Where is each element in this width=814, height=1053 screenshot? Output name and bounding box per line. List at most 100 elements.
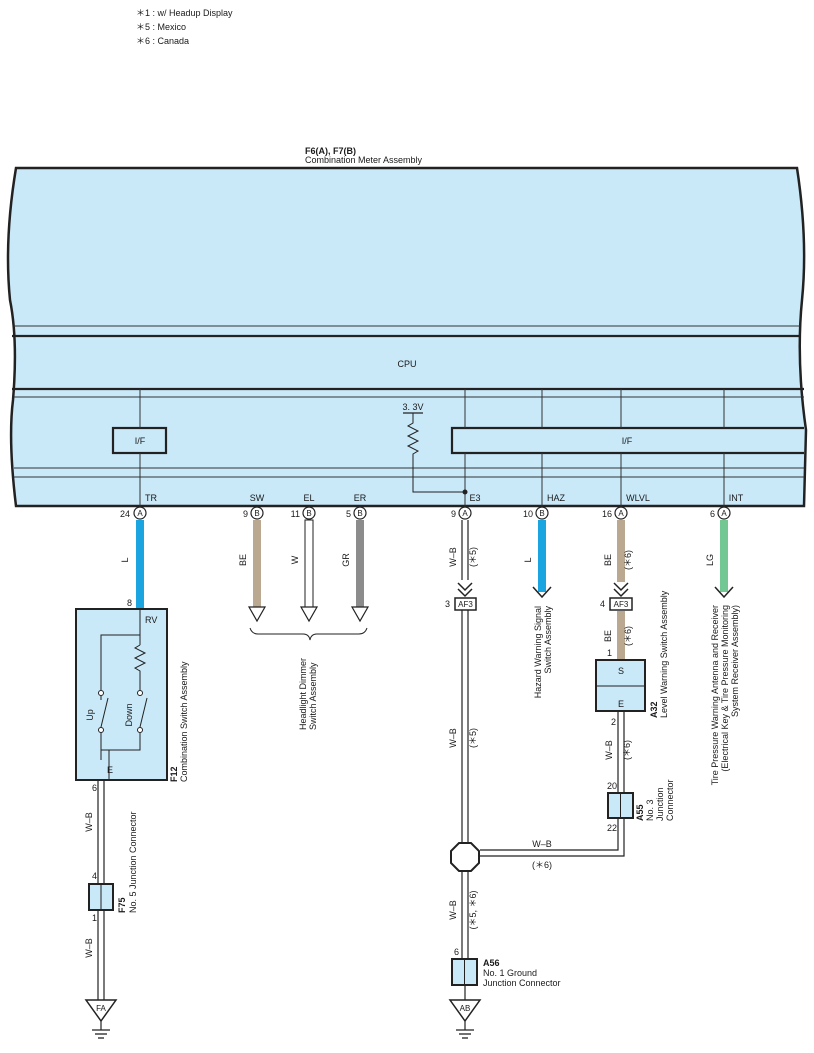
terminal-int: INT	[729, 493, 744, 503]
wire-wlvl2-color: BE	[603, 630, 613, 642]
f75-pin-top: 4	[92, 871, 97, 881]
a55-pin-top: 20	[607, 781, 617, 791]
if-left-label: I/F	[135, 436, 146, 446]
if-right-label: I/F	[622, 436, 633, 446]
hazard-name-2: Switch Assembly	[543, 606, 553, 674]
af3-right	[609, 597, 633, 611]
f75-id: F75	[117, 897, 127, 913]
wire-sw-color: BE	[238, 554, 248, 566]
wire-wlvl-2	[617, 611, 625, 659]
wire-af3-note: (＊5)	[468, 728, 478, 748]
conn-e3: A	[462, 509, 468, 518]
conn-er: B	[357, 509, 362, 518]
pin-circle-er	[353, 506, 367, 520]
pin-circle-int	[717, 506, 731, 520]
tpms-name-1: Tire Pressure Warning Antenna and Receiv…	[710, 605, 720, 785]
note-6: ＊6 : Canada	[136, 36, 189, 46]
ground-fa	[84, 999, 118, 1023]
wire-haz-color: L	[523, 557, 533, 562]
pin-circle-e3	[458, 506, 472, 520]
a32-s: S	[618, 666, 624, 676]
terminal-haz: HAZ	[547, 493, 566, 503]
voltage-label: 3. 3V	[402, 402, 423, 412]
wire-a55-note: (＊6)	[532, 860, 552, 870]
pin-er: 5	[346, 509, 351, 519]
pin-tr: 24	[120, 509, 130, 519]
f12-pin-top: 8	[127, 598, 132, 608]
wire-a56-note: (＊5, ＊6)	[468, 890, 478, 929]
wire-tr-color: L	[120, 557, 130, 562]
f75-name: No. 5 Junction Connector	[128, 811, 138, 913]
wire-int-color: LG	[705, 554, 715, 566]
f12-rv: RV	[145, 615, 157, 625]
a55-name-1: No. 3	[645, 799, 655, 821]
conn-tr: A	[137, 509, 143, 518]
f75-pin-bottom: 1	[92, 913, 97, 923]
wire-el	[304, 519, 314, 614]
meter-id: F6(A), F7(B)	[305, 146, 356, 156]
af3-pin-right: 4	[600, 599, 605, 609]
wire-wlvl-note: (＊6)	[623, 550, 633, 570]
pin-circle-el	[302, 506, 316, 520]
wire-af3-color: W–B	[448, 728, 458, 748]
wire-e3-note: (＊5)	[468, 547, 478, 567]
terminal-wlvl: WLVL	[626, 493, 650, 503]
wire-e3-color: W–B	[448, 547, 458, 567]
wire-el-color: W	[290, 555, 300, 564]
pin-circle-wlvl	[614, 506, 628, 520]
terminal-tr: TR	[145, 493, 157, 503]
f12-pin-bottom: 6	[92, 783, 97, 793]
f12-id: F12	[169, 766, 179, 782]
wire-er	[356, 520, 364, 613]
headlight-brace	[249, 627, 368, 641]
a32-name: Level Warning Switch Assembly	[659, 590, 669, 718]
a56-name-2: Junction Connector	[483, 978, 561, 988]
conn-int: A	[721, 509, 727, 518]
wire-f12-color: W–B	[84, 812, 94, 832]
af3-pin-left: 3	[445, 599, 450, 609]
a32-pin-top: 1	[607, 648, 612, 658]
pin-circle-tr	[133, 506, 147, 520]
wire-sw	[253, 520, 261, 613]
a32-pin-bottom: 2	[611, 717, 616, 727]
pin-circle-haz	[535, 506, 549, 520]
wire-int	[720, 520, 728, 592]
pin-e3: 9	[451, 509, 456, 519]
conn-haz: B	[539, 509, 544, 518]
wire-tr	[136, 520, 144, 609]
af3-left	[454, 597, 477, 611]
ground-junction	[450, 842, 480, 872]
headlight-name-1: Headlight Dimmer	[298, 658, 308, 730]
a56-pin-top: 6	[454, 947, 459, 957]
terminal-e3: E3	[469, 493, 480, 503]
wire-wlvl2-note: (＊6)	[623, 626, 633, 646]
wire-er-color: GR	[341, 553, 351, 567]
cpu-label: CPU	[397, 359, 416, 369]
ground-ab-label: AB	[460, 1004, 471, 1013]
f12-up: Up	[85, 709, 95, 721]
wire-a32-color: W–B	[604, 740, 614, 760]
conn-sw: B	[254, 509, 259, 518]
wire-a55-color: W–B	[532, 839, 552, 849]
wire-a56-color: W–B	[448, 900, 458, 920]
note-5: ＊5 : Mexico	[136, 22, 186, 32]
headlight-name-2: Switch Assembly	[308, 662, 318, 730]
meter-name: Combination Meter Assembly	[305, 155, 423, 165]
conn-wlvl: A	[618, 509, 624, 518]
wire-f75-color: W–B	[84, 938, 94, 958]
a32-e: E	[618, 699, 624, 709]
a55-name-2: Junction	[655, 787, 665, 821]
terminal-er: ER	[354, 493, 367, 503]
wire-a32-note: (＊6)	[622, 740, 632, 760]
terminal-sw: SW	[250, 493, 265, 503]
f12-switch-circuit	[98, 609, 148, 780]
af3-left-label: AF3	[458, 600, 473, 609]
wire-haz	[538, 520, 546, 592]
ground-ab	[448, 999, 482, 1023]
ground-fa-label: FA	[96, 1004, 106, 1013]
pin-el: 11	[291, 509, 300, 519]
pin-sw: 9	[243, 509, 248, 519]
a56-name-1: No. 1 Ground	[483, 968, 537, 978]
tpms-name-3: System Receiver Assembly)	[730, 605, 740, 717]
